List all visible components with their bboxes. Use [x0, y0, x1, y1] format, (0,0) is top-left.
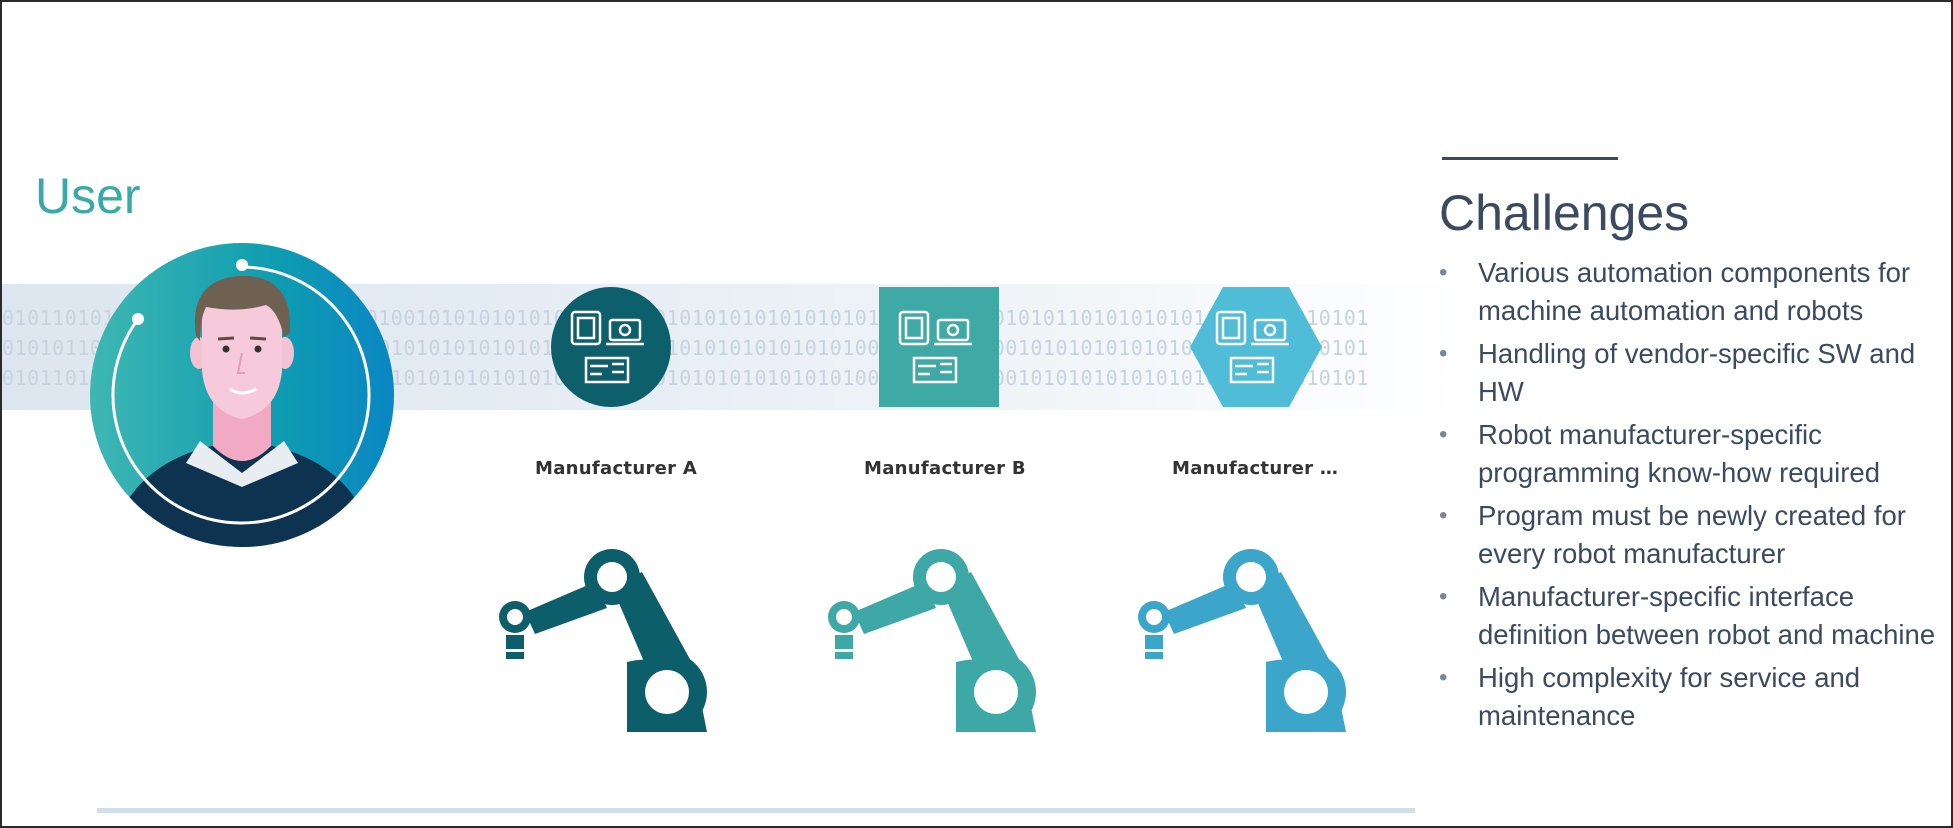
user-title: User	[35, 168, 141, 224]
list-item: • Program must be newly created for every…	[1439, 497, 1944, 573]
list-item: • High complexity for service and mainten…	[1439, 659, 1944, 735]
challenges-accent-line	[1442, 157, 1618, 160]
manufacturer-b-icon	[879, 287, 999, 407]
manufacturer-b-label: Manufacturer B	[864, 458, 1026, 479]
bullet-dot: •	[1439, 340, 1448, 367]
manufacturer-other-label: Manufacturer …	[1172, 458, 1339, 479]
user-avatar	[90, 243, 394, 547]
list-item-text: Manufacturer-specific interface definiti…	[1478, 581, 1936, 650]
list-item: • Various automation components for machi…	[1439, 254, 1944, 330]
list-item-text: Robot manufacturer-specific programming …	[1478, 419, 1880, 488]
bullet-dot: •	[1439, 583, 1448, 610]
list-item-text: Program must be newly created for every …	[1478, 500, 1906, 569]
robot-arm-icon	[1138, 549, 1346, 732]
manufacturer-a-label: Manufacturer A	[535, 458, 698, 479]
bottom-divider	[97, 808, 1415, 813]
list-item-text: Handling of vendor-specific SW and HW	[1478, 338, 1916, 407]
list-item-text: Various automation components for machin…	[1478, 257, 1911, 326]
manufacturer-a-icon	[551, 287, 671, 407]
manufacturer-other-icon	[1190, 287, 1322, 407]
bullet-dot: •	[1439, 259, 1448, 286]
bullet-dot: •	[1439, 421, 1448, 448]
robot-arm-icon	[499, 549, 707, 732]
robot-arm-icon	[828, 549, 1036, 732]
bullet-dot: •	[1439, 502, 1448, 529]
bullet-dot: •	[1439, 664, 1448, 691]
list-item: • Robot manufacturer-specific programming…	[1439, 416, 1944, 492]
challenges-list: • Various automation components for machi…	[1439, 254, 1944, 740]
list-item: • Handling of vendor-specific SW and HW	[1439, 335, 1944, 411]
list-item: • Manufacturer-specific interface definit…	[1439, 578, 1944, 654]
list-item-text: High complexity for service and maintena…	[1478, 662, 1861, 731]
challenges-title: Challenges	[1439, 185, 1690, 241]
